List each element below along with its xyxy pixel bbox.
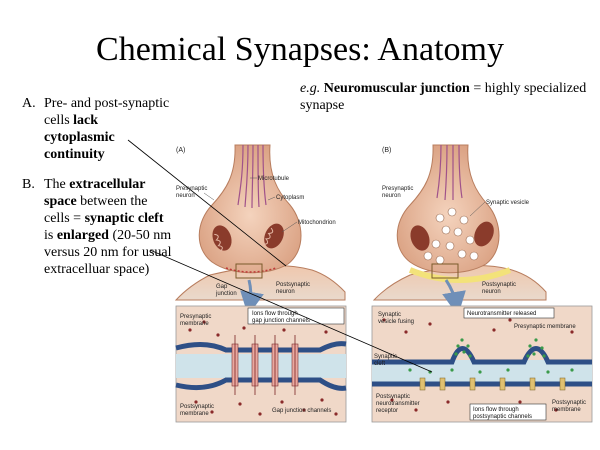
panel-b-label-neurotransmitter-released: Neurotransmitter released: [467, 311, 536, 317]
point-a-part: Pre- and post-synaptic cells: [44, 96, 170, 128]
point-b: B. The extracellular space between the c…: [22, 176, 172, 278]
point-b-part: between the cells =: [44, 194, 148, 226]
panel-a-label-gap-junction-channels: Gap junction channels: [272, 408, 331, 414]
panel-b-label-synaptic-vesicle: Synaptic vesicle: [486, 200, 530, 206]
panel-a-mitochondrion-left: [212, 225, 232, 251]
point-a-marker: A.: [22, 96, 36, 111]
point-b-text: The extracellular space between the cell…: [44, 176, 172, 278]
point-b-part-bold: enlarged: [56, 228, 109, 243]
example-term: Neuromuscular junction: [323, 81, 470, 96]
slide-title: Chemical Synapses: Anatomy: [96, 31, 504, 68]
panel-b-mitochondrion-left: [410, 225, 430, 251]
example-eg: e.g.: [300, 81, 321, 96]
panel-b-presynaptic-terminal: [396, 144, 500, 274]
panel-b-microtubules: [436, 144, 463, 201]
point-b-part-bold: synaptic cleft: [84, 211, 164, 226]
example-rest: = highly specialized synapse: [300, 81, 587, 113]
panel-a-zoom-box: [235, 263, 263, 279]
panel-a-label-cytoplasm: Cytoplasm: [276, 195, 304, 201]
point-a: A. Pre- and post-synaptic cells lack cyt…: [22, 95, 172, 163]
example-note: e.g. Neuromuscular junction = highly spe…: [300, 80, 590, 114]
panel-a-mitochondrion-right: [264, 223, 284, 249]
panel-a-letter: (A): [176, 147, 185, 154]
panel-b-vesicles: [423, 207, 479, 265]
panel-a-label-mitochondrion: Mitochondrion: [298, 220, 336, 226]
point-b-part: is: [44, 228, 57, 243]
panel-b-zoom-box: [431, 263, 459, 279]
point-b-part: The: [44, 177, 70, 192]
pointer-line-b: [149, 249, 433, 373]
panel-b-label-presynaptic-membrane: Presynaptic membrane: [514, 324, 576, 330]
point-b-part-bold: extracellular space: [44, 177, 146, 209]
panel-a-label-microtubule: Microtubule: [258, 176, 290, 182]
point-b-marker: B.: [22, 177, 35, 192]
point-b-part: (20-50 nm versus 20 nm for usual extrace…: [44, 228, 172, 277]
point-a-text: Pre- and post-synaptic cells lack cytopl…: [44, 95, 172, 163]
panel-b-mitochondrion-right: [474, 221, 494, 247]
point-a-part-bold: lack cytoplasmic continuity: [44, 113, 115, 162]
pointer-line-a: [127, 139, 287, 267]
panel-b-cleft-glow: [408, 267, 512, 283]
panel-b-letter: (B): [382, 147, 391, 154]
panel-a-microtubules: [237, 144, 267, 209]
